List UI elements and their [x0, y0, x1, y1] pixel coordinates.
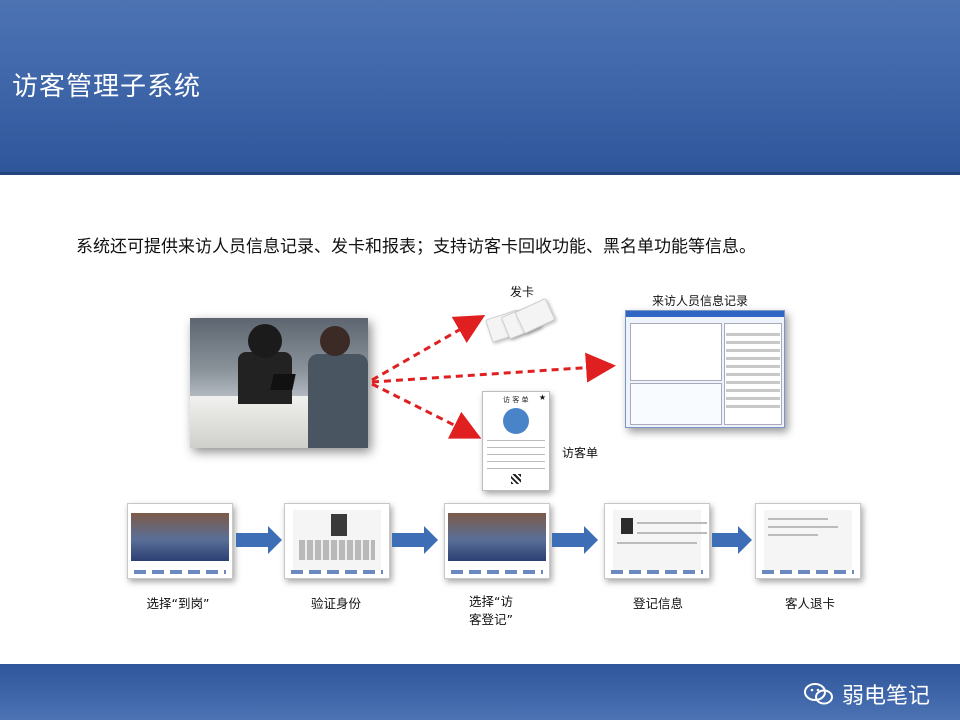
step-label-5: 客人退卡 [750, 593, 870, 612]
wechat-icon [804, 682, 834, 706]
step-label-3: 选择“访 客登记” [436, 593, 546, 629]
slide-footer: 弱电笔记 [0, 664, 960, 720]
step-label-4: 登记信息 [598, 593, 718, 612]
step-label-1: 选择“到岗” [118, 593, 238, 612]
watermark-text: 弱电笔记 [842, 678, 930, 710]
watermark: 弱电笔记 [804, 678, 930, 710]
flow-arrow-3 [552, 526, 598, 554]
step-label-2: 验证身份 [276, 593, 396, 612]
flow-arrow-1 [236, 526, 282, 554]
flow-arrow-4 [712, 526, 752, 554]
flow-arrow-2 [392, 526, 438, 554]
